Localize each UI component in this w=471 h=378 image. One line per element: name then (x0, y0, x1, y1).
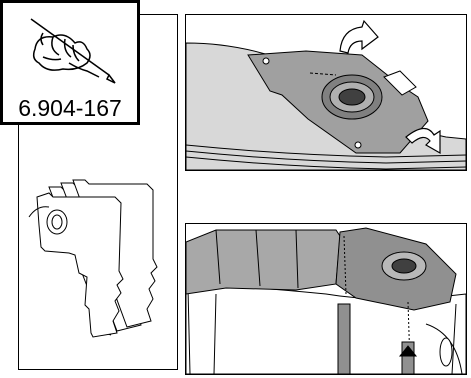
part-number-box: 6.904-167 (0, 0, 140, 125)
hand-writing-icon (30, 18, 116, 84)
filter-bag-insertion-illustration (186, 227, 466, 374)
filter-bags-icon (28, 179, 158, 338)
part-number: 6.904-167 (18, 95, 122, 121)
left-frame (18, 14, 178, 370)
illustration-top (185, 14, 467, 171)
illustration-bottom (185, 223, 467, 375)
filter-bag-mount-illustration (186, 19, 466, 170)
